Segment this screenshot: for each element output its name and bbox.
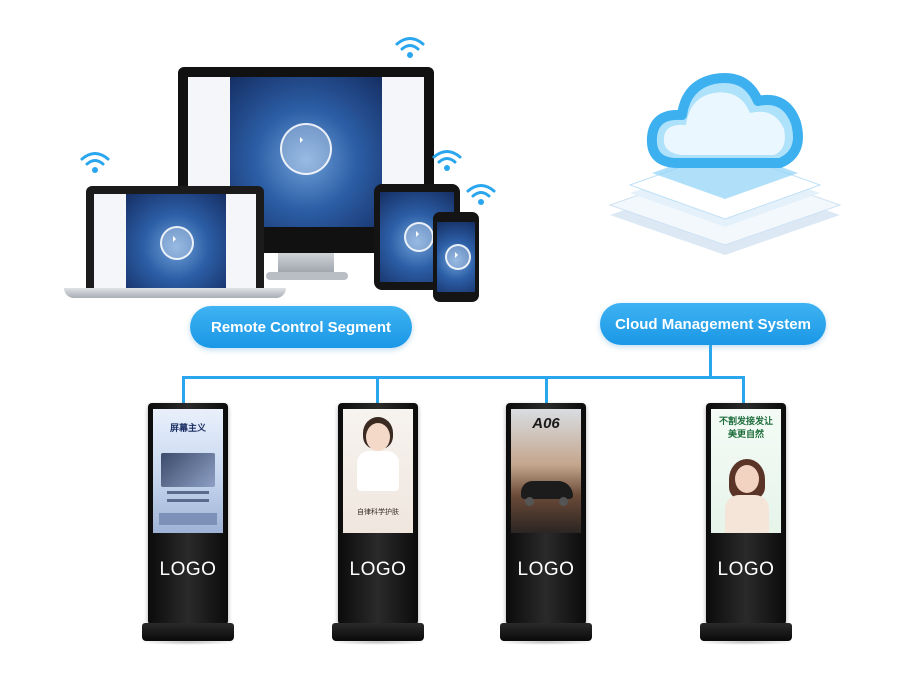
wifi-icon — [395, 37, 425, 58]
monitor-base — [266, 272, 348, 280]
connector-drop-4 — [742, 376, 745, 403]
screen-heading: A06 — [532, 415, 560, 432]
kiosk-logo: LOGO — [159, 559, 217, 580]
phone — [433, 212, 479, 302]
laptop-screen — [126, 194, 226, 290]
connector-drop-1 — [182, 376, 185, 403]
kiosk-logo: LOGO — [717, 559, 775, 580]
connector-horizontal — [182, 376, 745, 379]
wifi-icon — [432, 150, 462, 171]
wifi-icon — [466, 184, 496, 205]
connector-drop-2 — [376, 376, 379, 403]
desktop-monitor — [178, 67, 434, 253]
kiosk-base — [332, 623, 424, 641]
connector-vertical-main — [709, 345, 712, 378]
remote-devices-group — [60, 30, 510, 305]
kiosk-1: 屏幕主义 LOGO — [138, 403, 238, 645]
screen-heading: 屏幕主义 — [169, 423, 206, 433]
cloud-icon — [608, 73, 842, 255]
kiosk-base — [700, 623, 792, 641]
remote-control-label: Remote Control Segment — [190, 306, 412, 348]
cloud-management-label: Cloud Management System — [600, 303, 826, 345]
laptop — [86, 186, 264, 290]
connector-drop-3 — [545, 376, 548, 403]
kiosk-screen: 屏幕主义 — [153, 409, 223, 533]
play-icon — [280, 123, 332, 175]
screen-heading: 自律科学护肤 — [357, 509, 399, 516]
kiosk-3: A06 LOGO — [496, 403, 596, 645]
monitor-stand — [278, 253, 334, 275]
kiosk-screen: 不割发接发让美更自然 — [711, 409, 781, 533]
kiosk-2: 自律科学护肤 LOGO — [328, 403, 428, 645]
screen-heading: 不割发接发让美更自然 — [718, 416, 773, 439]
kiosk-screen: 自律科学护肤 — [343, 409, 413, 533]
kiosk-screen: A06 — [511, 409, 581, 533]
wifi-icon — [80, 152, 110, 173]
laptop-base — [64, 288, 286, 298]
kiosk-logo: LOGO — [517, 559, 575, 580]
kiosk-base — [500, 623, 592, 641]
kiosk-base — [142, 623, 234, 641]
kiosk-4: 不割发接发让美更自然 LOGO — [696, 403, 796, 645]
kiosk-logo: LOGO — [349, 559, 407, 580]
